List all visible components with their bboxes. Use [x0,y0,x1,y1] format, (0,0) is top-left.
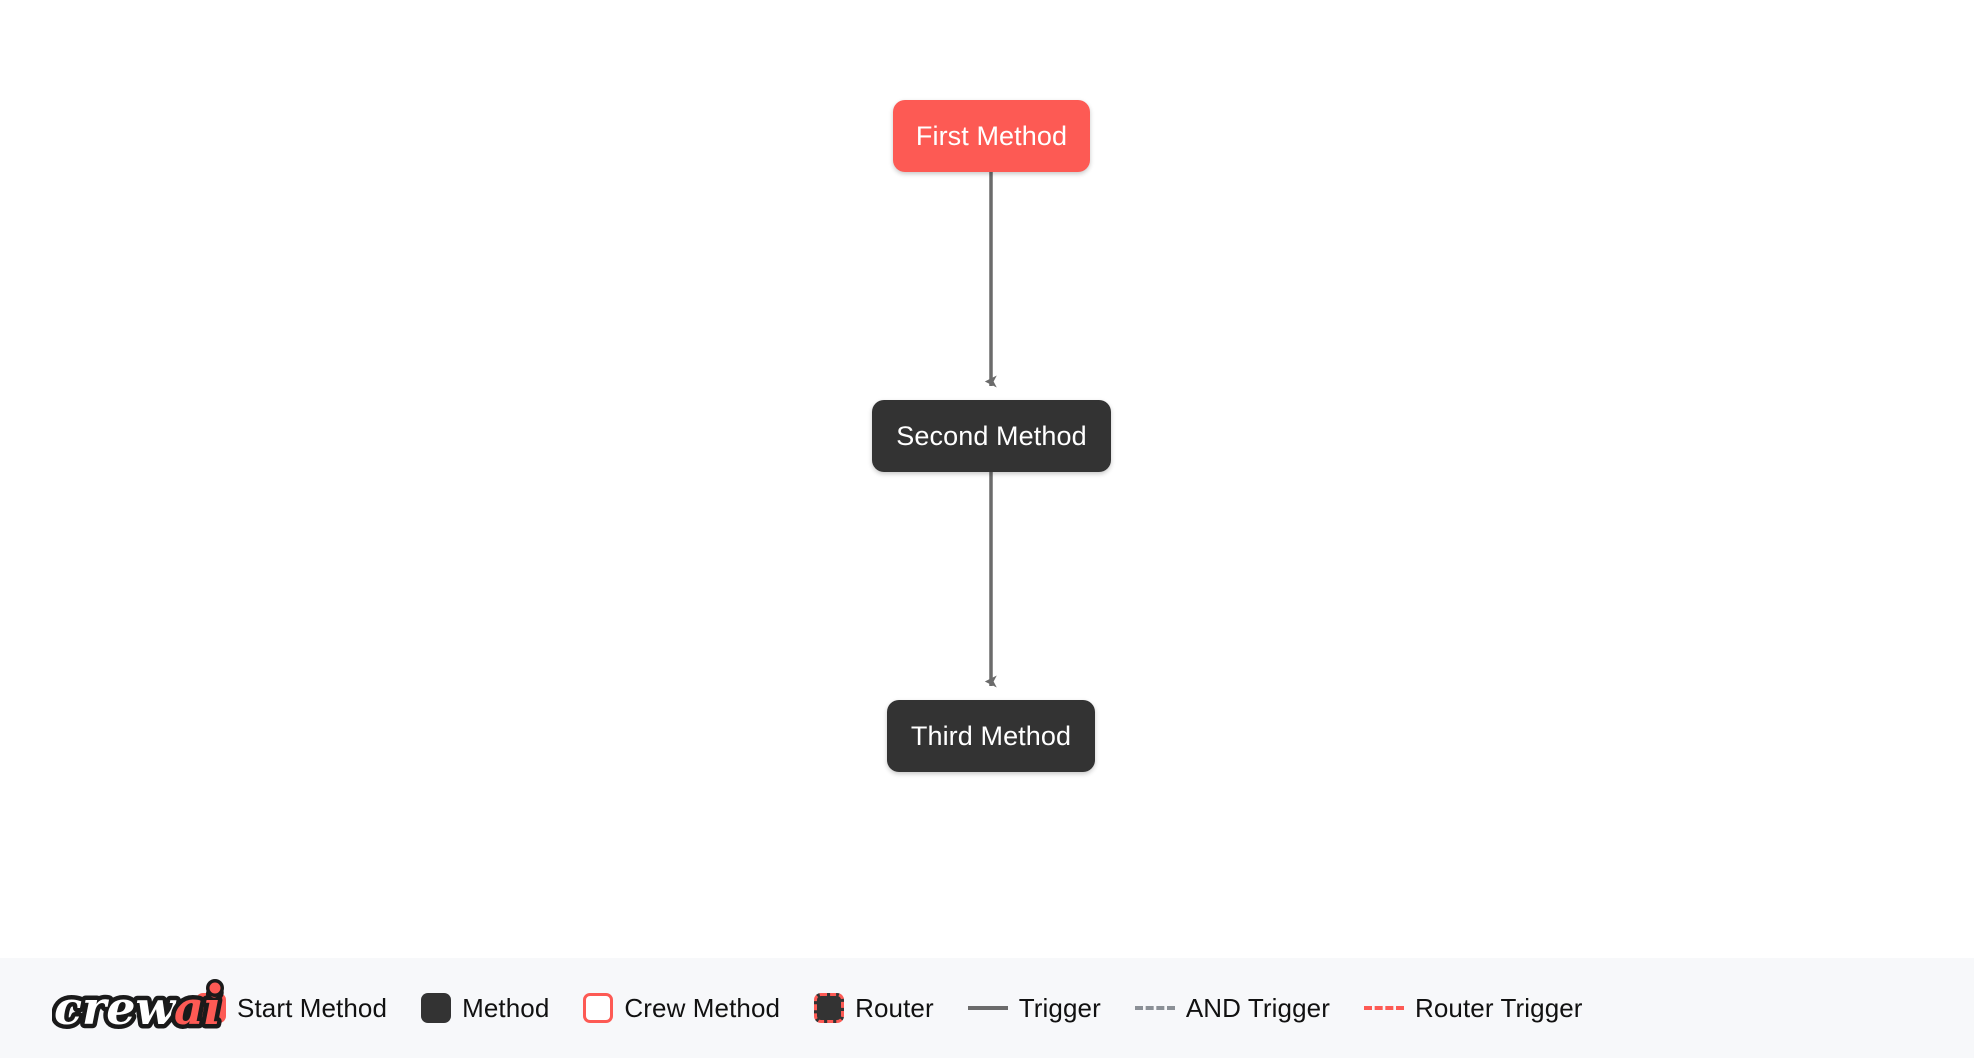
router-swatch-icon [814,993,845,1023]
legend-item-label: Router Trigger [1414,993,1583,1023]
flow-node-label: First Method [915,120,1068,151]
legend-item-label: Crew Method [624,993,781,1023]
crew-method-swatch-icon [583,993,614,1023]
trigger-line-icon [967,1006,1008,1010]
legend-item-label: Trigger [1018,993,1101,1023]
legend-item-router-trigger: Router Trigger [1363,993,1583,1023]
legend-item-label: AND Trigger [1185,993,1330,1023]
crewai-logo-primary-outline: crew [54,981,177,1035]
method-swatch-icon [421,993,452,1023]
legend-item-start-method: Start Method [196,993,387,1023]
flow-node-third-method[interactable]: Third Method [887,700,1095,772]
crewai-logo-dot [209,982,221,994]
flow-node-second-method[interactable]: Second Method [872,400,1111,472]
crewai-logo-primary: crew [54,981,177,1035]
legend-item-label: Method [462,993,550,1023]
start-method-swatch-icon [196,993,226,1023]
flow-node-label: Second Method [896,420,1087,451]
crewai-logo: crew crew ai ai [52,977,226,1040]
and-trigger-line-icon [1134,1006,1175,1010]
flow-node-label: Third Method [910,720,1072,751]
legend-bar: crew crew ai ai Start Method Method Crew… [0,958,1974,1058]
router-trigger-line-icon [1363,1006,1404,1010]
legend-item-method: Method [421,993,549,1023]
legend-item-router: Router [814,993,934,1023]
legend-item-label: Start Method [237,993,388,1023]
flow-node-first-method[interactable]: First Method [893,100,1090,172]
legend-item-and-trigger: AND Trigger [1134,993,1330,1023]
legend-item-trigger: Trigger [967,993,1101,1023]
legend-item-crew-method: Crew Method [583,993,780,1023]
legend-item-label: Router [855,993,934,1023]
flow-canvas[interactable]: First Method Second Method Third Method [0,0,1974,958]
